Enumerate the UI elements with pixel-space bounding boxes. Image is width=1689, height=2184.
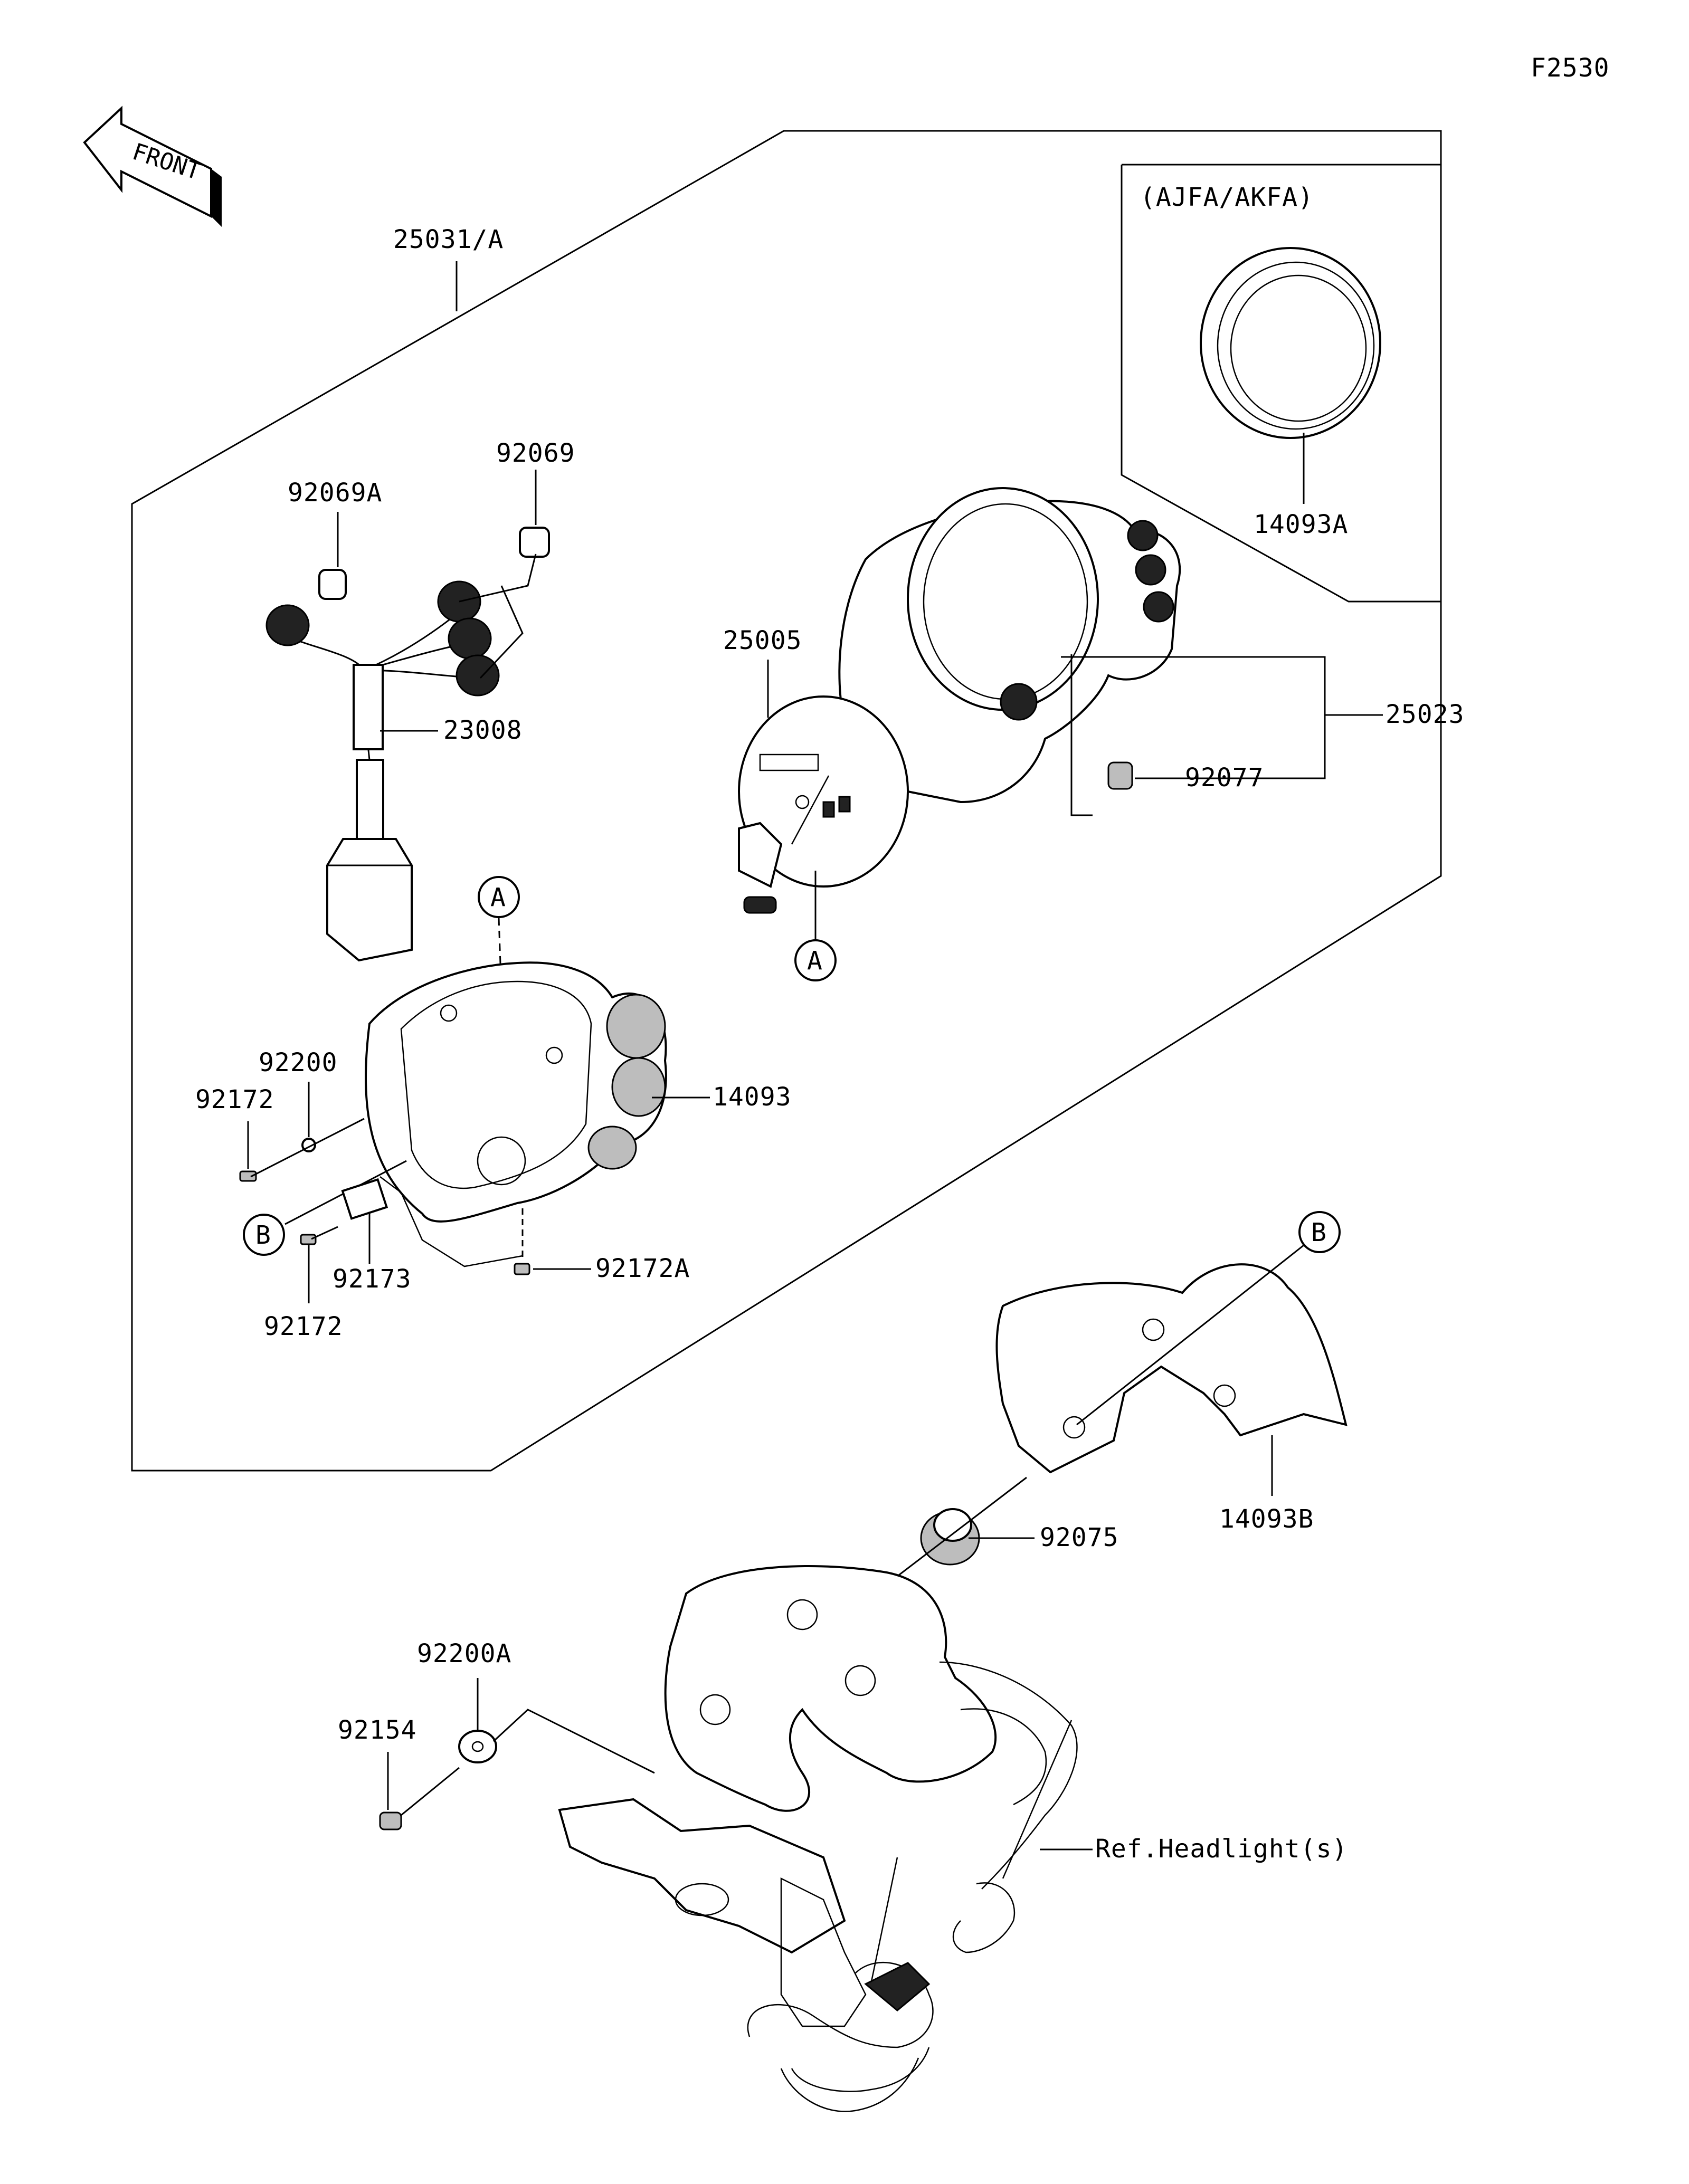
label-92154: 92154	[338, 1715, 417, 1745]
wire-harness-23008	[265, 580, 500, 962]
label-25005: 25005	[723, 626, 802, 655]
screw-92172-top	[239, 1118, 365, 1182]
callout-b-right-text: B	[1311, 1218, 1327, 1247]
label-25023: 25023	[1386, 700, 1465, 729]
label-92077: 92077	[1185, 763, 1264, 793]
label-25031a: 25031/A	[393, 225, 504, 254]
meter-housing-14093	[365, 961, 667, 1267]
callout-b-left-text: B	[255, 1220, 271, 1250]
label-14093b: 14093B	[1219, 1504, 1314, 1534]
bolt-92154	[379, 1767, 460, 1830]
label-23008: 23008	[443, 716, 523, 745]
kit-boundary	[131, 130, 1442, 1472]
label-92069: 92069	[496, 438, 575, 468]
leader-92069-harness	[459, 554, 537, 603]
leader-25023-bracket	[1061, 656, 1326, 779]
leader-92069-bracket	[479, 585, 524, 679]
callout-b-right	[1298, 1211, 1341, 1253]
variant-label: (AJFA/AKFA)	[1140, 183, 1314, 212]
bulb-92069a	[318, 569, 347, 600]
variant-box	[1121, 164, 1442, 603]
shield-plate-14093b	[995, 1263, 1348, 1474]
callout-a-right-text: A	[807, 946, 823, 976]
block-92173	[341, 1178, 388, 1220]
figure-code: F2530	[1531, 53, 1610, 83]
label-92173: 92173	[333, 1264, 412, 1294]
callout-b-left	[243, 1214, 285, 1256]
label-14093a: 14093A	[1254, 510, 1348, 539]
leader-callout-b-right	[1076, 1244, 1304, 1426]
label-92075: 92075	[1040, 1523, 1119, 1552]
label-92200: 92200	[259, 1048, 338, 1077]
label-92172-bottom: 92172	[264, 1312, 343, 1341]
callout-a-left-text: A	[490, 883, 506, 912]
leader-92200a-axis	[492, 1709, 655, 1774]
callout-a-left	[478, 876, 520, 918]
bulb-92069	[519, 527, 550, 558]
meter-case-25023	[838, 487, 1181, 804]
screw-92172-bottom	[300, 1226, 338, 1245]
label-14093: 14093	[713, 1082, 792, 1112]
label-92172a: 92172A	[595, 1254, 690, 1283]
ref-headlight-label: Ref.Headlight(s)	[1095, 1834, 1348, 1864]
label-92172-top: 92172	[195, 1085, 274, 1114]
gauge-unit-25005	[738, 695, 909, 914]
label-92069a: 92069A	[288, 478, 382, 508]
grommet-92077	[1107, 761, 1133, 790]
leader-25023-inner	[1070, 654, 1093, 816]
screw-92172a	[514, 1263, 530, 1275]
headlight-bracket	[558, 1565, 1078, 2112]
label-92200a: 92200A	[417, 1639, 511, 1668]
ring-14093a	[1200, 247, 1381, 439]
front-arrow-icon: FRONT	[83, 106, 222, 227]
callout-a-right	[794, 939, 837, 981]
washer-92200a	[458, 1730, 497, 1763]
